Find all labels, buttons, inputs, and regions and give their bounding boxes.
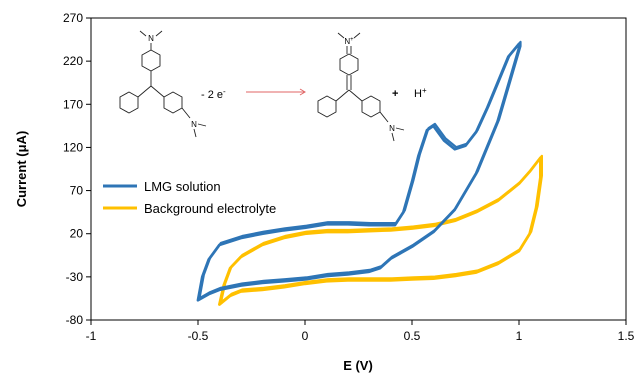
proton-label: H+ [414, 86, 427, 100]
series-line-0 [196, 42, 521, 302]
reactant-amine-right-label: N [191, 120, 197, 129]
y-axis-title: Current (μA) [14, 131, 29, 208]
leucomalachite-green-structure-icon: N N [119, 30, 207, 138]
x-tick-label: -1 [86, 329, 97, 343]
product-amine-right-label: N [389, 124, 395, 133]
legend-label-background: Background electrolyte [144, 201, 276, 216]
series-line-1 [218, 156, 542, 306]
y-tick-label: 270 [63, 11, 83, 25]
reaction-scheme: N N - 2 e- N+ [119, 30, 427, 142]
x-axis-title: E (V) [343, 358, 373, 373]
y-tick-label: 170 [63, 97, 83, 111]
electron-loss-label: - 2 e- [201, 87, 226, 101]
y-tick-label: -30 [66, 270, 84, 284]
reactant-amine-top-label: N [148, 34, 154, 43]
series-line-cycle-2-0 [198, 40, 522, 300]
y-tick-label: 120 [63, 140, 83, 154]
reaction-arrowhead-icon [299, 88, 306, 96]
x-axis: -1 -0.5 0 0.5 1 1.5 [86, 320, 635, 343]
y-axis: -80 -30 20 70 120 170 220 270 [63, 11, 91, 327]
y-tick-label: 220 [63, 54, 83, 68]
x-tick-label: -0.5 [188, 329, 209, 343]
x-tick-label: 0.5 [404, 329, 421, 343]
y-tick-label: 20 [70, 227, 84, 241]
y-tick-label: 70 [70, 184, 84, 198]
plot-area [90, 17, 627, 321]
x-tick-label: 0 [302, 329, 309, 343]
y-tick-label: -80 [66, 313, 84, 327]
series-layer [196, 40, 543, 306]
product-amine-top-label: N+ [344, 37, 354, 46]
malachite-green-structure-icon: N+ N [317, 32, 405, 142]
legend: LMG solution Background electrolyte [103, 179, 276, 216]
series-line-cycle-2-1 [219, 154, 543, 304]
legend-label-lmg: LMG solution [144, 179, 221, 194]
x-tick-label: 1.5 [618, 329, 635, 343]
x-tick-label: 1 [516, 329, 523, 343]
plus-sign: + [392, 88, 398, 100]
